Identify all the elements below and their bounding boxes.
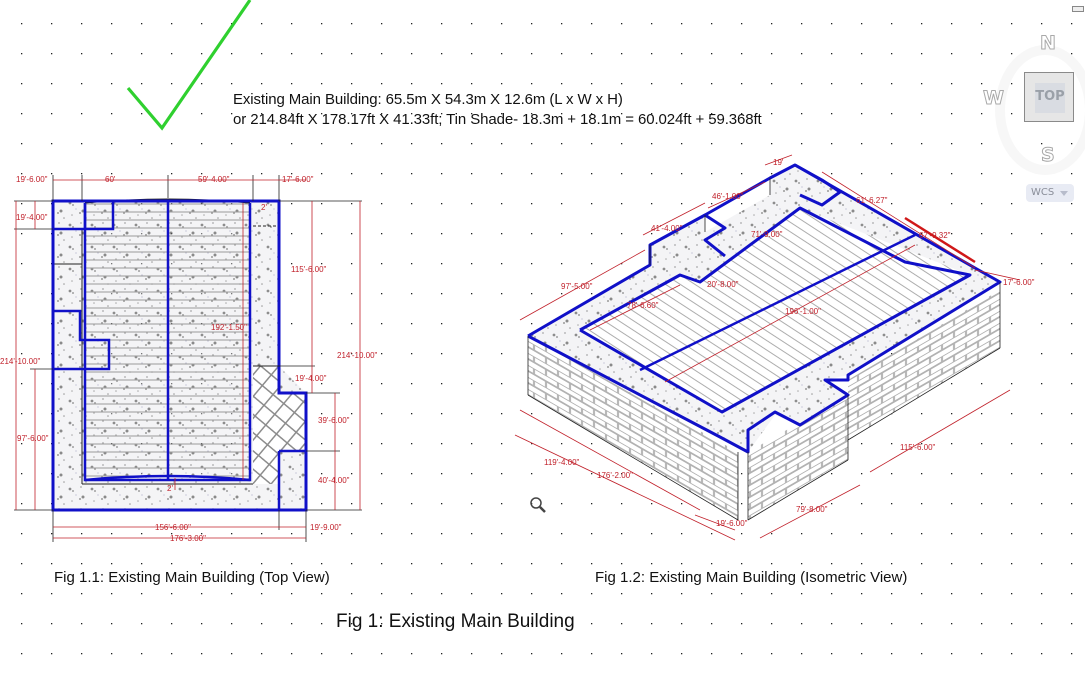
dim-label: 46'-1.00": [712, 192, 744, 201]
dim-label: 19'-4.00": [16, 213, 48, 222]
wcs-dropdown[interactable]: WCS: [1026, 184, 1074, 202]
dim-label: 61'-6.27": [856, 196, 888, 205]
caption-isometric-view: Fig 1.2: Existing Main Building (Isometr…: [595, 569, 908, 586]
dim-label: 214'-10.00": [337, 351, 378, 360]
check-mark-icon: [126, 0, 252, 131]
dim-label: 78'-6.60": [627, 301, 659, 310]
dim-label: 176'-3.00": [170, 534, 206, 543]
wcs-label: WCS: [1031, 187, 1055, 198]
dim-label: 17'-6.00": [282, 175, 314, 184]
top-view-drawing: [14, 175, 362, 542]
dim-label: 115'-6.00": [900, 443, 936, 452]
isometric-view-drawing: [514, 154, 1021, 541]
figure-caption: Fig 1: Existing Main Building: [336, 611, 575, 632]
magnifier-icon: [530, 497, 546, 513]
dim-label: 19'-6.00": [16, 175, 48, 184]
compass-south[interactable]: S: [1041, 144, 1056, 167]
dim-label: 2': [261, 203, 267, 212]
dim-label: 67'-9.32": [919, 231, 951, 240]
compass-north[interactable]: N: [1040, 32, 1057, 55]
building-dimensions-heading: Existing Main Building: 65.5m X 54.3m X …: [233, 90, 762, 130]
dim-label: 59'-4.00": [198, 175, 230, 184]
dim-label: 97'-6.00": [17, 434, 49, 443]
dim-label: 115'-6.00": [291, 265, 327, 274]
dim-label: 156'-6.00": [155, 523, 191, 532]
dim-label: 71'-9.00": [751, 230, 783, 239]
dim-label: 19'-4.00": [295, 374, 327, 383]
dim-label: 41'-4.00": [651, 224, 683, 233]
dim-label: 79'-8.00": [796, 505, 828, 514]
compass-ring[interactable]: [995, 45, 1085, 175]
dim-label: 39'-6.00": [318, 416, 350, 425]
dim-label: 196'-1.00": [785, 307, 821, 316]
minimize-button[interactable]: [1072, 6, 1084, 12]
dim-label: 2': [167, 484, 173, 493]
dim-label: 19': [773, 158, 784, 167]
dim-label: 214'-10.00": [0, 357, 41, 366]
heading-line-2: or 214.84ft X 178.17ft X 41.33ft; Tin Sh…: [233, 111, 762, 128]
dim-label: 60': [105, 175, 116, 184]
heading-line-1: Existing Main Building: 65.5m X 54.3m X …: [233, 91, 623, 108]
caption-top-view: Fig 1.1: Existing Main Building (Top Vie…: [54, 569, 330, 586]
dim-label: 19'-6.00": [716, 519, 748, 528]
dim-label: 40'-4.00": [318, 476, 350, 485]
compass-west[interactable]: W: [983, 87, 1005, 110]
viewcube[interactable]: N W S TOP WCS: [983, 30, 1085, 210]
dim-label: 119'-4.00": [544, 458, 580, 467]
dim-label: 19'-9.00": [310, 523, 342, 532]
dim-label: 20'-8.00": [707, 280, 739, 289]
top-face-label: TOP: [1035, 89, 1065, 104]
top-face-highlight: [1035, 83, 1065, 113]
chevron-down-icon: [1060, 191, 1068, 196]
dim-label: 97'-5.00": [561, 282, 593, 291]
dim-label: 192'-1.50": [211, 323, 247, 332]
dim-label: 176'-2.00": [597, 471, 633, 480]
viewcube-top-face[interactable]: TOP: [1024, 72, 1074, 122]
dim-label: 17'-6.00": [1003, 278, 1035, 287]
